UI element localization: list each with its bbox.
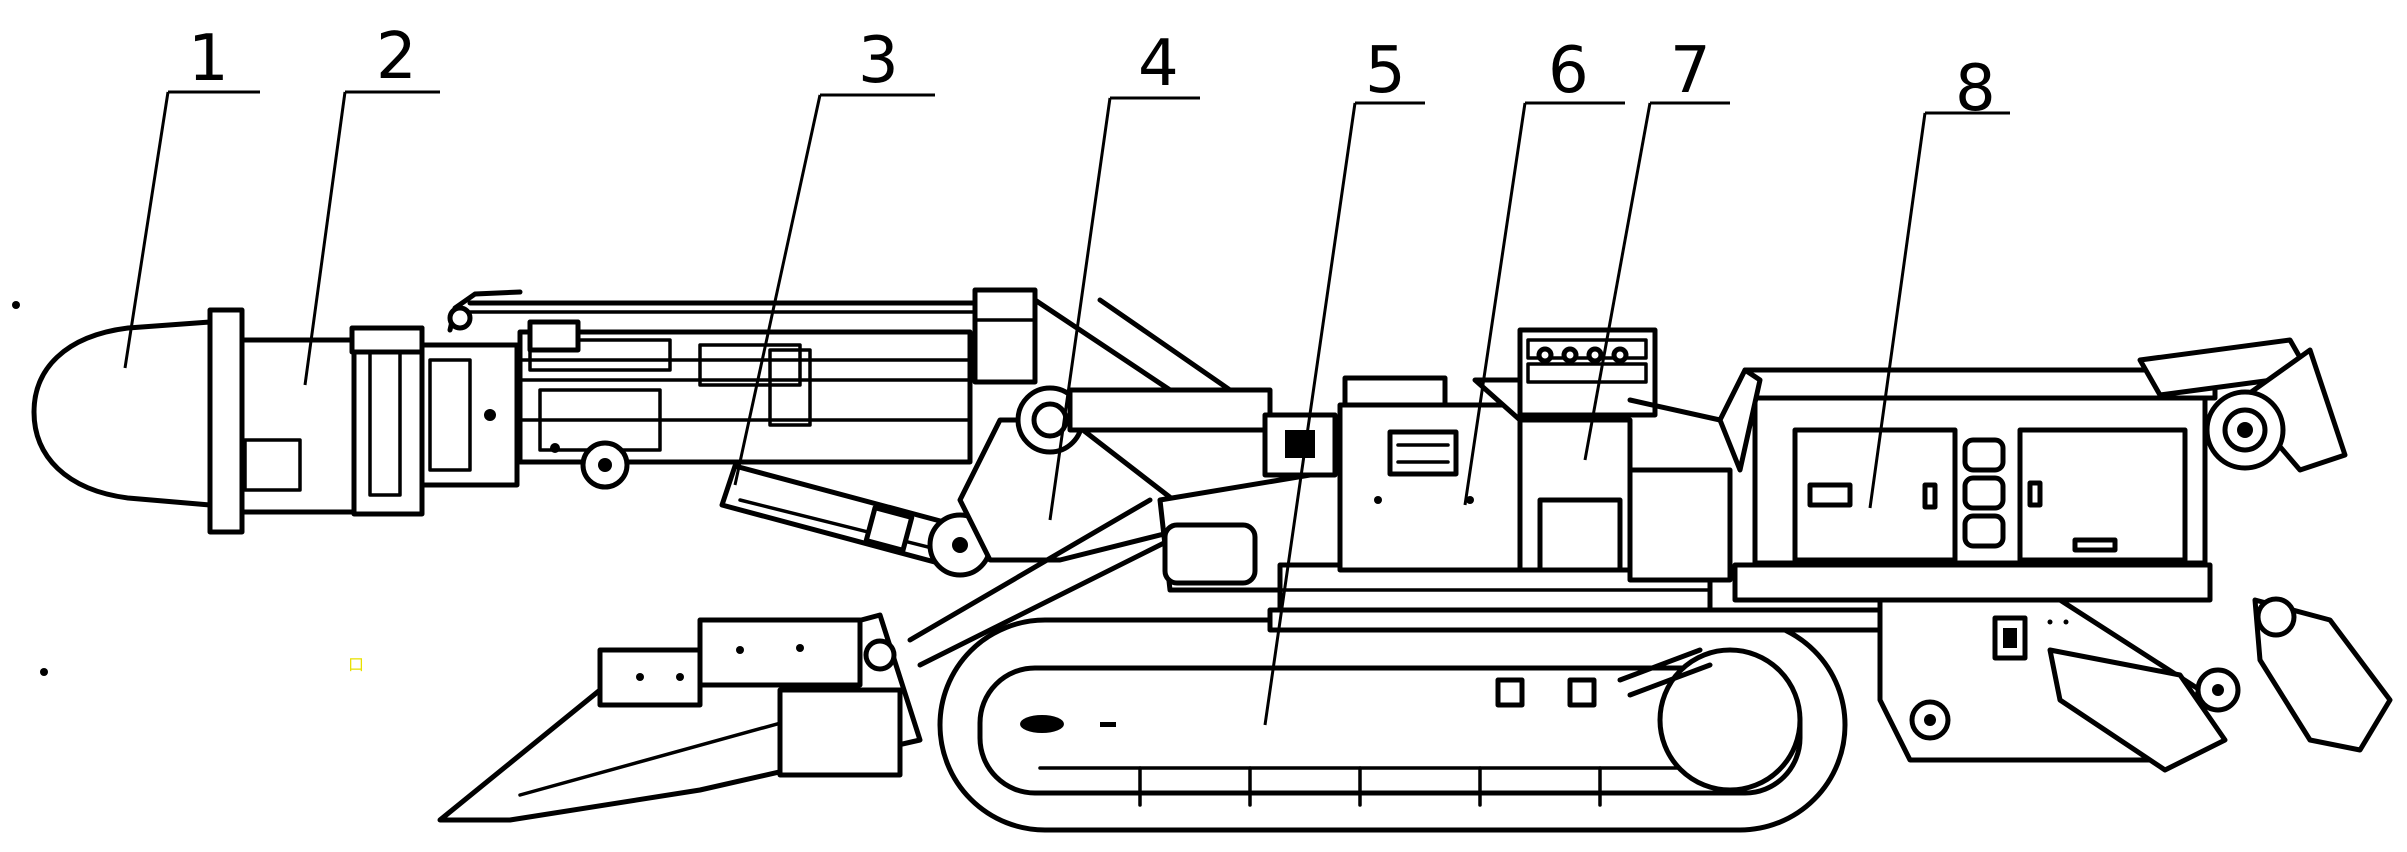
loading-apron <box>437 497 1173 823</box>
callout-3: 3 <box>858 24 899 98</box>
rear-stabilizer <box>1877 596 2393 773</box>
slewing-arm <box>957 297 1273 563</box>
callout-leaders <box>123 90 2010 726</box>
crawler-track <box>937 617 1848 833</box>
stray-dot <box>40 668 48 676</box>
electric-box <box>1517 327 1733 583</box>
stray-dot <box>12 301 20 309</box>
cutting-head <box>31 307 245 535</box>
stray-mark: 口 <box>348 655 364 674</box>
cutting-motor <box>239 325 520 517</box>
callout-5: 5 <box>1365 34 1406 108</box>
callout-1: 1 <box>188 22 229 96</box>
control-cabinet <box>1717 367 2218 603</box>
callout-8: 8 <box>1955 52 1996 126</box>
callout-7: 7 <box>1670 34 1711 108</box>
callout-4: 4 <box>1138 27 1179 101</box>
callout-2: 2 <box>376 20 417 94</box>
lift-cylinder <box>719 463 993 578</box>
rear-conveyor <box>2137 337 2348 473</box>
callout-6: 6 <box>1548 34 1589 108</box>
